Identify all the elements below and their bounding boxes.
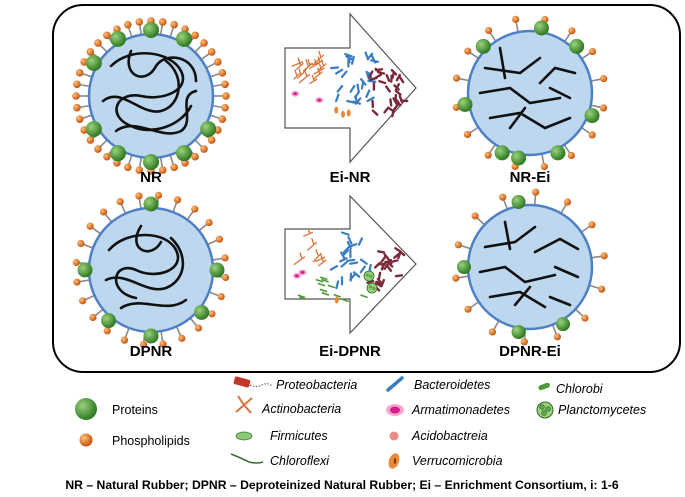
- label-ei-dpnr: Ei-DPNR: [319, 343, 381, 360]
- label-dpnr: DPNR: [130, 343, 173, 360]
- enrichment-arrow-dpnr: [284, 194, 417, 335]
- phospholipid-icon: [79, 433, 93, 447]
- particle-nr: [72, 17, 230, 175]
- legend-proteins: Proteins: [112, 403, 158, 417]
- bacteria-cluster: [292, 227, 406, 304]
- legend-chloroflexi: Chloroflexi: [270, 454, 330, 468]
- legend-acidobactreia: Acidobactreia: [411, 429, 488, 443]
- firmicutes-icon: [235, 431, 253, 441]
- proteobacteria-icon: [233, 376, 273, 388]
- label-ei-nr: Ei-NR: [330, 169, 371, 186]
- legend-verrucomicrobia: Verrucomicrobia: [412, 454, 503, 468]
- legend-chlorobi: Chlorobi: [556, 382, 604, 396]
- actinobacteria-icon: [235, 395, 253, 414]
- chloroflexi-icon: [230, 453, 264, 464]
- chlorobi-icon: [538, 382, 550, 391]
- legend-armatimonadetes: Armatimonadetes: [411, 403, 510, 417]
- verrucomicrobia-icon: [388, 453, 400, 469]
- bacteroidetes-icon: [386, 376, 404, 392]
- particle-dpnr-ei: [452, 188, 608, 346]
- enrichment-arrow-nr: [284, 12, 417, 164]
- particle-dpnr: [72, 191, 230, 349]
- label-nr: NR: [140, 169, 162, 186]
- label-nr-ei: NR-Ei: [510, 169, 551, 186]
- bacteria-cluster: [291, 50, 409, 118]
- legend-firmicutes: Firmicutes: [270, 429, 328, 443]
- planctomycetes-icon: [536, 401, 554, 419]
- particle-nr-ei-core: [466, 29, 594, 157]
- legend-planctomycetes: Planctomycetes: [558, 403, 646, 417]
- particles-layer: [72, 15, 608, 349]
- legend: Proteins Phospholipids Proteobacteria Ac…: [75, 376, 646, 469]
- legend-actinobacteria: Actinobacteria: [261, 402, 341, 416]
- acidobactreia-icon: [389, 431, 399, 441]
- legend-proteobacteria: Proteobacteria: [276, 378, 357, 392]
- armatimonadetes-icon: [386, 404, 404, 416]
- legend-bacteroidetes: Bacteroidetes: [414, 378, 490, 392]
- legend-phospholipids: Phospholipids: [112, 434, 190, 448]
- particle-nr-ei: [452, 15, 608, 171]
- protein-icon: [75, 398, 97, 420]
- footnote: NR – Natural Rubber; DPNR – Deproteinize…: [65, 478, 618, 492]
- label-dpnr-ei: DPNR-Ei: [499, 343, 561, 360]
- particle-dpnr-ei-core: [466, 203, 594, 331]
